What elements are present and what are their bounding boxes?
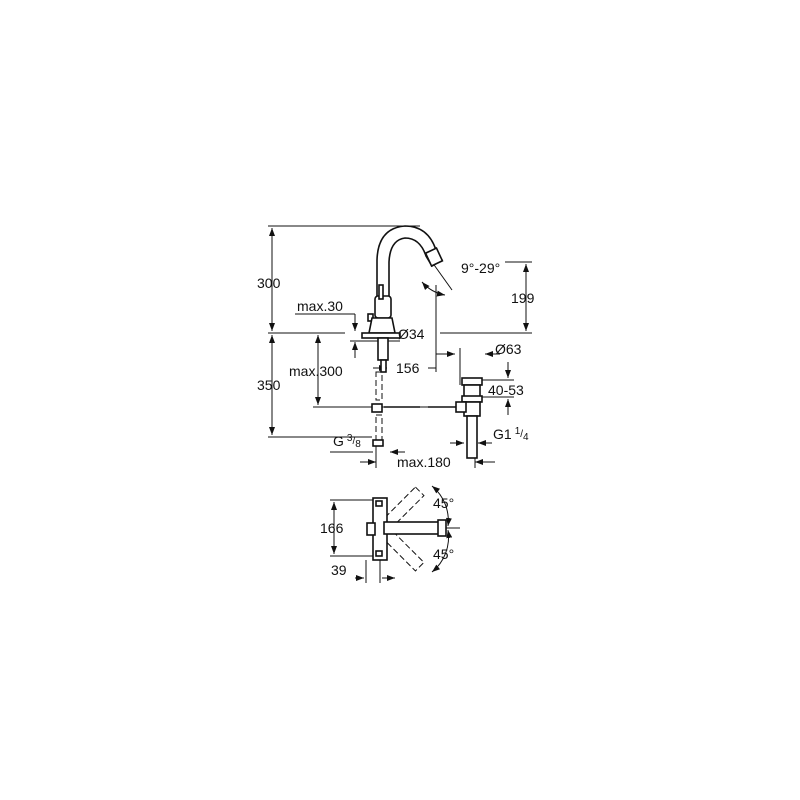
dim-drain-range: 40-53 — [488, 382, 524, 398]
dim-deck-thickness: max.30 — [297, 298, 343, 314]
dim-hose-length: max.300 — [289, 363, 343, 379]
faucet-side-view — [361, 225, 483, 459]
dim-base-diameter: Ø34 — [398, 326, 425, 342]
dim-angle-lower: 45° — [433, 546, 454, 562]
dim-spout-height: 199 — [511, 290, 535, 306]
dim-top-width: 166 — [320, 520, 344, 536]
dim-angle-upper: 45° — [433, 495, 454, 511]
dim-spout-angle: 9°-29° — [461, 260, 500, 276]
dim-total-height: 300 — [257, 275, 281, 291]
dim-rod-length: max.180 — [397, 454, 451, 470]
faucet-top-view — [330, 485, 460, 583]
dim-drain-diameter: Ø63 — [495, 341, 522, 357]
dim-spout-reach: 156 — [396, 360, 420, 376]
dim-top-offset: 39 — [331, 562, 347, 578]
dim-below-deck: 350 — [257, 377, 281, 393]
